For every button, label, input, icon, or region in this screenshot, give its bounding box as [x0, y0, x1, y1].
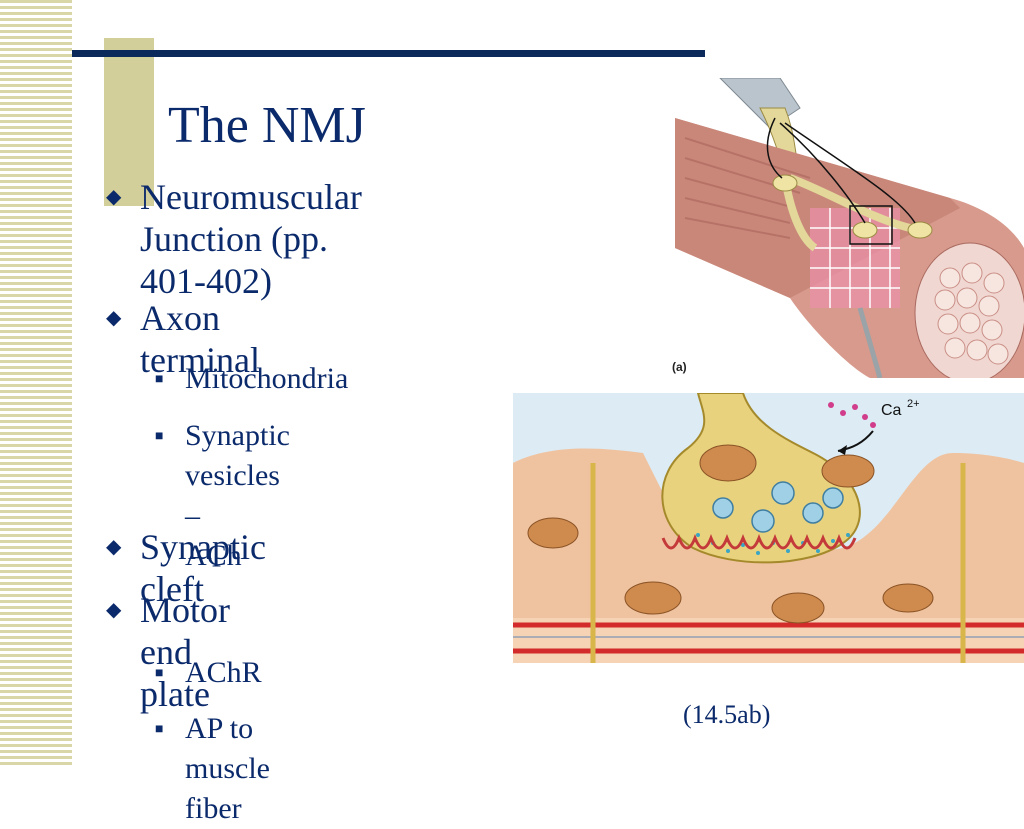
diamond-bullet-icon: ◆ — [106, 186, 122, 208]
sub-bullet-item: ■ AP to muscle fiber — [155, 709, 270, 829]
bullet-text: Synaptic cleft — [140, 527, 266, 609]
bullet-item: ◆ Neuromuscular Junction (pp. 401-402) — [106, 176, 362, 302]
muscle-fiber-illustration — [660, 78, 1024, 378]
bullet-text: ACh — [185, 539, 242, 572]
figure-a-label: (a) — [672, 360, 687, 374]
sub-bullet-item: ■ AChR — [155, 653, 262, 693]
synapse-illustration: Ca 2+ — [513, 393, 1024, 663]
square-bullet-icon: ■ — [155, 372, 164, 387]
square-bullet-icon: ■ — [155, 666, 164, 681]
bullet-text: Neuromuscular — [140, 177, 362, 217]
bullet-text: Junction (pp. 401-402) — [140, 219, 328, 301]
bullet-text: AP to muscle fiber — [185, 712, 270, 825]
sub-bullet-item: ■ Synaptic vesicles – ACh — [155, 416, 290, 576]
bullet-text: Motor end plate — [140, 590, 230, 714]
ion-label: Ca — [881, 402, 902, 419]
bullet-text: Mitochondria — [185, 362, 349, 395]
square-bullet-icon: ■ — [155, 429, 164, 444]
bullet-text: AChR — [185, 656, 262, 689]
diamond-bullet-icon: ◆ — [106, 307, 122, 329]
sub-bullet-item: ■ Mitochondria — [155, 359, 349, 399]
bullet-text: Axon terminal — [140, 298, 260, 380]
diamond-bullet-icon: ◆ — [106, 536, 122, 558]
ion-charge-label: 2+ — [907, 398, 920, 410]
figure-caption: (14.5ab) — [683, 700, 771, 729]
bullet-item: ◆ Motor end plate — [106, 589, 230, 715]
slide-title: The NMJ — [168, 97, 366, 154]
square-bullet-icon: ■ — [155, 722, 164, 737]
bullet-item: ◆ Axon terminal — [106, 297, 260, 381]
decorative-tan-bar — [104, 38, 154, 206]
diamond-bullet-icon: ◆ — [106, 599, 122, 621]
top-rule — [72, 50, 705, 57]
decorative-stripes — [0, 0, 72, 768]
bullet-text: Synaptic vesicles – — [185, 419, 290, 532]
bullet-item: ◆ Synaptic cleft — [106, 526, 266, 610]
